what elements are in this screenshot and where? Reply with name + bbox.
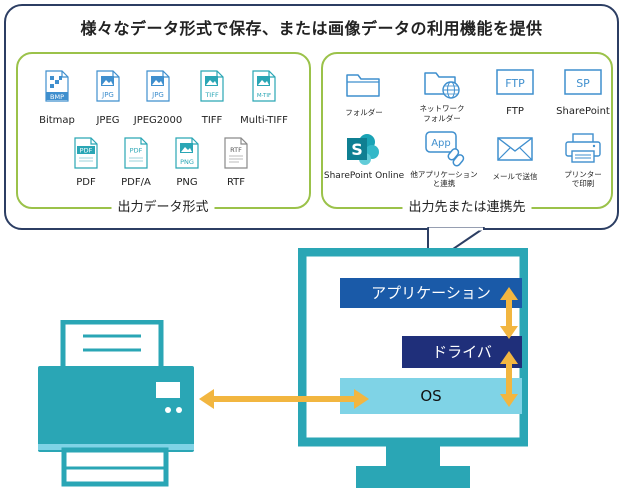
printer-icon <box>563 132 603 168</box>
file-tag: PNG <box>180 158 194 166</box>
file-tag: M-TIF <box>257 93 271 99</box>
dest-label-mail: メールで送信 <box>492 172 538 181</box>
application-layer: アプリケーション <box>340 278 522 308</box>
mail-icon <box>496 136 534 166</box>
network-folder-icon <box>423 68 463 104</box>
file-tag: PDF <box>130 147 143 155</box>
dest-label-ftp: FTP <box>506 106 524 117</box>
format-label-jpeg: JPEG <box>96 115 120 126</box>
dest-label-network-folder-1: ネットワーク <box>419 104 465 113</box>
file-tag: RTF <box>230 146 242 154</box>
scanner-os-arrow <box>199 389 369 409</box>
bitmap-file-icon: BMP <box>45 70 69 106</box>
ftp-icon: FTP <box>495 68 535 102</box>
format-label-bitmap: Bitmap <box>39 115 75 126</box>
dest-label-sharepoint-online: SharePoint Online <box>323 171 405 181</box>
destination-label: 出力先または連携先 <box>402 200 532 216</box>
format-label-tiff: TIFF <box>201 115 223 126</box>
driver-layer: ドライバ <box>402 336 522 368</box>
scanner-illustration <box>38 320 194 487</box>
file-tag: PDF <box>80 147 93 155</box>
dest-label-printer-1: プリンター <box>564 170 602 179</box>
format-label-jpeg2000: JPEG2000 <box>133 115 183 126</box>
pdf-file-icon: PDF <box>74 137 98 173</box>
app-link-icon: App <box>424 130 468 172</box>
tiff-file-icon: TIFF <box>200 70 224 106</box>
rtf-file-icon: RTF <box>224 137 248 173</box>
jpeg-file-icon: JPG <box>96 70 120 106</box>
app-driver-arrow <box>500 287 518 339</box>
dest-label-app-2: と連携 <box>432 179 456 188</box>
driver-os-arrow <box>500 351 518 407</box>
file-tag: JPG <box>101 91 114 99</box>
png-file-icon: PNG <box>175 137 199 173</box>
ftp-tag: FTP <box>505 77 525 90</box>
dest-label-sharepoint: SharePoint <box>556 106 610 117</box>
sharepoint-online-icon: S <box>345 132 381 170</box>
format-label-multi-tiff: Multi-TIFF <box>240 115 288 126</box>
multi-tiff-file-icon: M-TIF <box>252 70 276 106</box>
sp-tag: SP <box>576 77 590 90</box>
dest-label-printer-2: で印刷 <box>571 179 595 188</box>
app-tag: App <box>431 138 451 149</box>
headline: 様々なデータ形式で保存、または画像データの利用機能を提供 <box>80 19 543 38</box>
output-format-label: 出力データ形式 <box>111 200 215 216</box>
dest-label-folder: フォルダー <box>345 108 383 117</box>
file-tag: TIFF <box>204 91 219 99</box>
format-label-png: PNG <box>176 177 198 188</box>
dest-label-app-1: 他アプリケーション <box>410 170 478 179</box>
dest-label-network-folder-2: フォルダー <box>423 114 461 123</box>
file-tag: JPG <box>151 91 164 99</box>
file-tag: BMP <box>50 93 64 101</box>
sharepoint-icon: SP <box>563 68 603 102</box>
jpeg2000-file-icon: JPG <box>146 70 170 106</box>
os-layer: OS <box>340 378 522 414</box>
folder-icon <box>345 70 381 102</box>
format-label-pdfa: PDF/A <box>121 177 151 188</box>
format-label-rtf: RTF <box>226 177 246 188</box>
format-label-pdf: PDF <box>76 177 96 188</box>
pdfa-file-icon: PDF <box>124 137 148 173</box>
spo-tag: S <box>351 140 363 159</box>
